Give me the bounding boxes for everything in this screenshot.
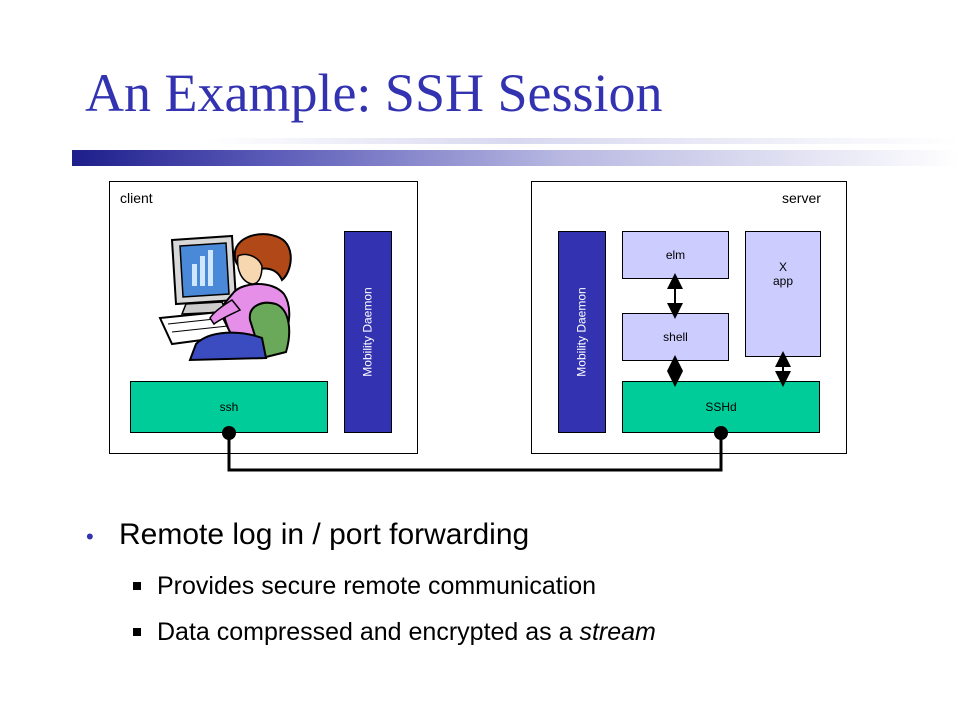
ssh-client-block: ssh [130,381,328,433]
elm-block: elm [622,231,729,279]
title-underline-highlight [72,138,960,144]
bullet-sub-2-prefix: Data compressed and encrypted as a [157,618,580,646]
x-app-block: X app [745,231,821,357]
client-mobility-daemon-block: Mobility Daemon [344,231,392,433]
sshd-block: SSHd [622,381,820,433]
bullet-main-text: Remote log in / port forwarding [119,518,530,551]
server-mobility-daemon-block: Mobility Daemon [558,231,606,433]
page-title: An Example: SSH Session [85,63,663,123]
bullet-sub-1-text: Provides secure remote communication [157,572,597,600]
title-underline-bar [72,150,960,166]
shell-block: shell [622,313,729,361]
x-app-label-line1: X [778,260,787,274]
bullet-sub-2-text: Data compressed and encrypted as a strea… [157,618,656,647]
server-mobility-daemon-label: Mobility Daemon [575,287,589,377]
bullet-sub-2-emphasis: stream [579,618,656,646]
square-bullet-icon [133,628,141,636]
client-label: client [120,190,153,206]
bullet-dot-icon: • [86,524,94,549]
client-mobility-daemon-label: Mobility Daemon [361,287,375,377]
square-bullet-icon [133,582,141,590]
server-label: server [782,190,821,206]
x-app-label-line2: app [772,274,794,288]
